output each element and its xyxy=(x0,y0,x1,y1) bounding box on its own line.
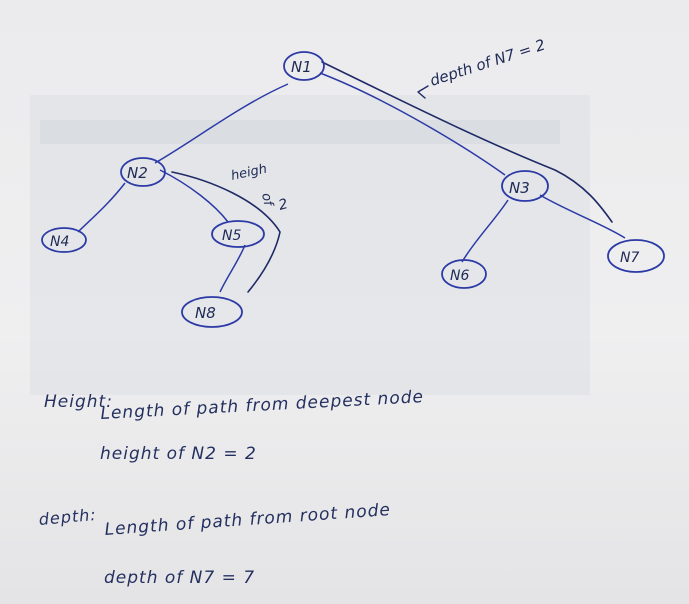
edge-n2-n4 xyxy=(77,182,126,233)
node-label: N6 xyxy=(450,268,469,284)
depth-arrow-head xyxy=(417,85,429,99)
tree-edges xyxy=(77,72,626,293)
node-label: N2 xyxy=(127,164,148,182)
tree-nodes: N1 N2 N3 N4 N5 N6 N7 N8 xyxy=(41,51,665,328)
edge-n3-n7 xyxy=(539,194,626,239)
node-label: N3 xyxy=(509,179,530,197)
node-n7: N7 xyxy=(607,239,665,273)
depth-path-line xyxy=(321,61,613,223)
edge-n1-n3 xyxy=(319,72,506,176)
node-circle xyxy=(283,51,325,81)
node-label: N4 xyxy=(50,234,69,250)
node-label: N1 xyxy=(291,58,312,76)
node-n4: N4 xyxy=(41,227,87,253)
depth-of-n7-annotation: depth of N7 = 2 xyxy=(428,36,548,90)
height-annotation-line1: heigh xyxy=(230,162,269,184)
depth-example: depth of N7 = 7 xyxy=(104,568,256,588)
node-circle xyxy=(441,259,487,289)
node-n2: N2 xyxy=(120,157,166,187)
show-through-block xyxy=(40,120,560,144)
height-example: height of N2 = 2 xyxy=(100,444,257,464)
node-circle xyxy=(607,239,665,273)
node-label: N5 xyxy=(222,228,241,244)
node-n1: N1 xyxy=(283,51,325,81)
height-heading: Height: xyxy=(44,392,113,412)
edge-n3-n6 xyxy=(461,199,509,263)
height-arc xyxy=(171,171,281,293)
node-n8: N8 xyxy=(181,296,243,328)
node-n5: N5 xyxy=(211,220,265,248)
edge-n5-n8 xyxy=(219,244,246,293)
edge-n2-n5 xyxy=(159,169,229,223)
node-label: N8 xyxy=(195,304,216,322)
height-annotation-line3: 2 xyxy=(277,196,290,214)
node-circle xyxy=(211,220,265,248)
node-circle xyxy=(41,227,87,253)
node-n3: N3 xyxy=(501,170,549,202)
node-n6: N6 xyxy=(441,259,487,289)
edge-n1-n2 xyxy=(154,83,289,164)
node-label: N7 xyxy=(620,250,639,266)
node-circle xyxy=(181,296,243,328)
node-circle xyxy=(501,170,549,202)
node-circle xyxy=(120,157,166,187)
height-annotation-line2: of xyxy=(258,192,276,210)
